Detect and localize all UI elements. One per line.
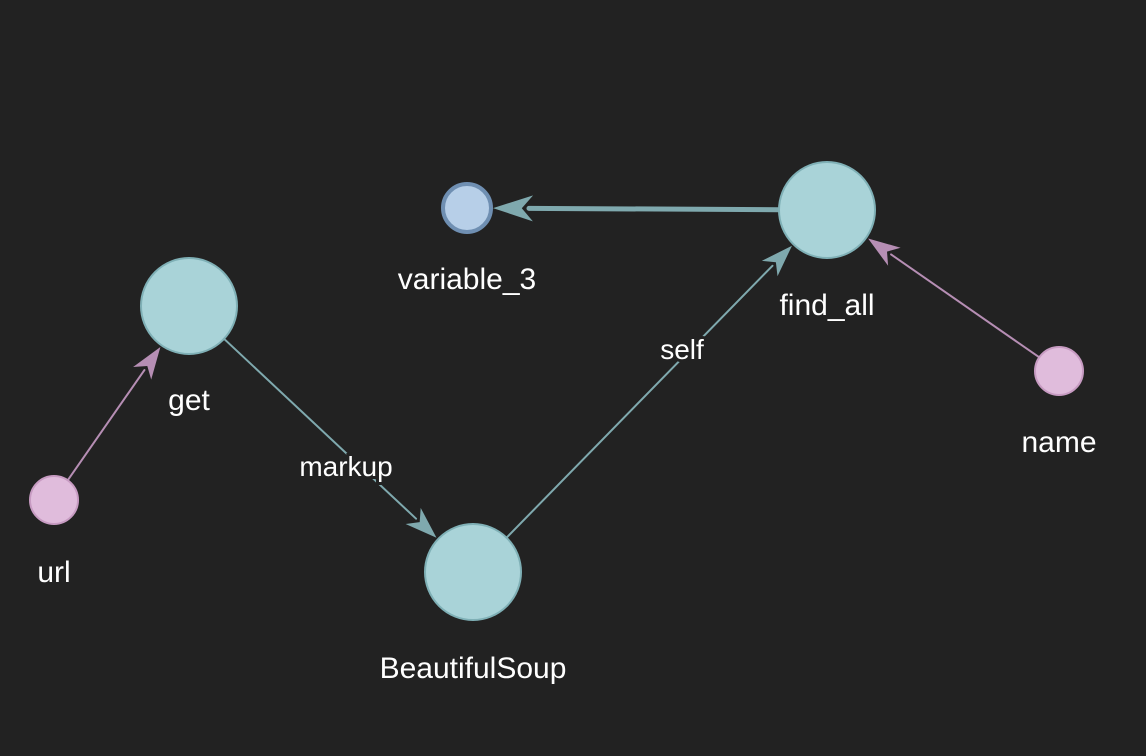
edge-line: [526, 205, 782, 213]
node-find_all[interactable]: find_all: [778, 161, 876, 322]
edge-url-to-get: [66, 347, 161, 482]
edge-line: [890, 253, 1041, 359]
node-label-BeautifulSoup: BeautifulSoup: [380, 652, 567, 685]
function-node-circle[interactable]: [778, 161, 876, 259]
node-label-url: url: [37, 556, 70, 589]
function-node-circle[interactable]: [424, 523, 522, 621]
input-node-circle[interactable]: [1034, 346, 1084, 396]
edge-line: [66, 369, 146, 482]
edge-line: [223, 337, 418, 520]
node-label-name: name: [1021, 426, 1096, 459]
node-label-variable_3: variable_3: [398, 263, 536, 296]
node-variable_3[interactable]: variable_3: [398, 182, 536, 296]
variable-node-circle[interactable]: [441, 182, 493, 234]
edge-arrowhead: [133, 347, 161, 380]
node-get[interactable]: get: [140, 257, 238, 417]
edge-line: [505, 264, 774, 539]
edge-arrowhead: [405, 507, 437, 538]
edge-find_all-to-variable_3: [493, 195, 782, 222]
edge-label-self: self: [660, 334, 704, 365]
edges-layer: markup self: [66, 195, 1041, 539]
node-url[interactable]: url: [29, 475, 79, 589]
edge-name-to-find_all: [868, 238, 1041, 359]
node-label-get: get: [168, 384, 210, 417]
edge-label-markup: markup: [299, 451, 392, 482]
edge-arrowhead: [761, 245, 792, 277]
edge-arrowhead: [493, 195, 534, 222]
edge-BeautifulSoup-to-find_all: self: [505, 245, 792, 539]
edge-arrowhead: [868, 238, 901, 266]
node-BeautifulSoup[interactable]: BeautifulSoup: [380, 523, 567, 685]
edge-get-to-BeautifulSoup: markup: [223, 337, 437, 538]
node-name[interactable]: name: [1021, 346, 1097, 459]
input-node-circle[interactable]: [29, 475, 79, 525]
function-node-circle[interactable]: [140, 257, 238, 355]
node-label-find_all: find_all: [779, 289, 874, 322]
